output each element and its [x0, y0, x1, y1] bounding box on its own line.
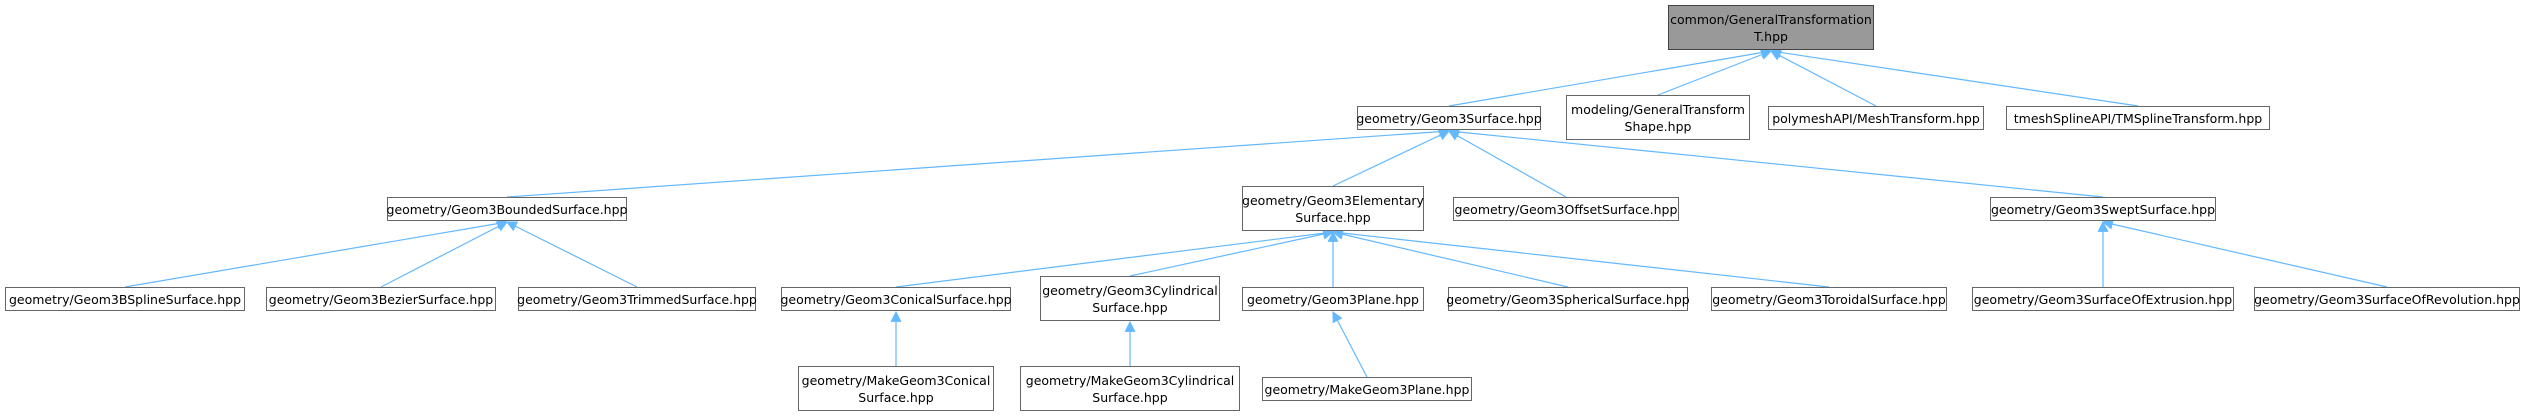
node-geom3-swept-surface[interactable]: geometry/Geom3SweptSurface.hpp [1990, 197, 2216, 221]
edge-meshtransform-to-root [1770, 50, 1877, 107]
node-label-line: Surface.hpp [1092, 299, 1168, 315]
node-geom3-surface-of-revolution[interactable]: geometry/Geom3SurfaceOfRevolution.hpp [2254, 287, 2520, 311]
node-geom3-bounded-surface[interactable]: geometry/Geom3BoundedSurface.hpp [387, 197, 627, 221]
edge-offset-to-geom3surface [1448, 130, 1567, 198]
node-modeling-general-transform-shape[interactable]: modeling/GeneralTransform Shape.hpp [1566, 95, 1750, 140]
node-geom3-surface-of-extrusion[interactable]: geometry/Geom3SurfaceOfExtrusion.hpp [1972, 287, 2234, 311]
node-label-line: geometry/Geom3Plane.hpp [1247, 291, 1419, 307]
node-label-line: tmeshSplineAPI/TMSplineTransform.hpp [2013, 110, 2263, 126]
node-label-line: geometry/Geom3SweptSurface.hpp [1991, 201, 2216, 217]
node-make-geom3-plane[interactable]: geometry/MakeGeom3Plane.hpp [1262, 377, 1472, 401]
edge-tmspline-to-root [1769, 47, 2139, 107]
edge-conical-to-elementary [895, 227, 1335, 288]
edge-modeling_gts-to-root [1657, 49, 1773, 96]
node-label-line: geometry/Geom3ToroidalSurface.hpp [1712, 291, 1946, 307]
node-label-line: geometry/Geom3SurfaceOfRevolution.hpp [2254, 291, 2520, 307]
node-label-line: geometry/Geom3BezierSurface.hpp [268, 291, 494, 307]
node-geom3-trimmed-surface[interactable]: geometry/Geom3TrimmedSurface.hpp [517, 287, 757, 311]
node-make-geom3-conical-surface[interactable]: geometry/MakeGeom3Conical Surface.hpp [798, 366, 994, 411]
node-label-line: geometry/Geom3TrimmedSurface.hpp [517, 291, 757, 307]
node-geom3-spherical-surface[interactable]: geometry/Geom3SphericalSurface.hpp [1446, 287, 1690, 311]
node-label-line: geometry/Geom3BSplineSurface.hpp [8, 291, 242, 307]
node-geom3-toroidal-surface[interactable]: geometry/Geom3ToroidalSurface.hpp [1711, 287, 1947, 311]
edge-elementary-to-geom3surface [1332, 130, 1450, 187]
node-geom3-elementary-surface[interactable]: geometry/Geom3Elementary Surface.hpp [1242, 186, 1424, 231]
node-label-line: Shape.hpp [1624, 118, 1692, 134]
edge-revolution-to-swept [2101, 218, 2388, 288]
node-geom3-bezier-surface[interactable]: geometry/Geom3BezierSurface.hpp [266, 287, 496, 311]
node-tm-spline-transform[interactable]: tmeshSplineAPI/TMSplineTransform.hpp [2006, 106, 2270, 130]
edge-swept-to-geom3surface [1447, 126, 2104, 198]
node-label-line: T.hpp [1754, 28, 1788, 44]
node-geom3-plane[interactable]: geometry/Geom3Plane.hpp [1242, 287, 1424, 311]
node-label-line: modeling/GeneralTransform [1571, 101, 1745, 117]
edge-toroidal-to-elementary [1331, 227, 1830, 288]
node-label-line: Surface.hpp [1092, 389, 1168, 405]
node-label-line: common/GeneralTransformation [1670, 11, 1872, 27]
edge-bounded-to-geom3surface [506, 126, 1451, 198]
node-make-geom3-cylindrical-surface[interactable]: geometry/MakeGeom3Cylindrical Surface.hp… [1020, 366, 1240, 411]
node-label-line: geometry/Geom3Elementary [1242, 192, 1424, 208]
node-label-line: Surface.hpp [858, 389, 934, 405]
node-label-line: geometry/Geom3Cylindrical [1042, 282, 1218, 298]
edge-bezier-to-bounded [380, 221, 508, 288]
node-label-line: geometry/Geom3Surface.hpp [1356, 110, 1542, 126]
node-geom3-offset-surface[interactable]: geometry/Geom3OffsetSurface.hpp [1453, 197, 1679, 221]
edge-cylindrical-to-elementary [1129, 228, 1335, 277]
node-geom3-bspline-surface[interactable]: geometry/Geom3BSplineSurface.hpp [5, 287, 245, 311]
node-geom3-cylindrical-surface[interactable]: geometry/Geom3Cylindrical Surface.hpp [1040, 276, 1220, 321]
node-label-line: geometry/MakeGeom3Cylindrical [1025, 372, 1235, 388]
node-geom3-surface[interactable]: geometry/Geom3Surface.hpp [1356, 106, 1542, 130]
node-label-line: geometry/Geom3ConicalSurface.hpp [780, 291, 1012, 307]
edge-geom3surface-to-root [1448, 47, 1773, 107]
edge-make_plane-to-plane [1332, 311, 1368, 378]
edge-trimmed-to-bounded [506, 221, 638, 288]
node-mesh-transform[interactable]: polymeshAPI/MeshTransform.hpp [1768, 106, 1984, 130]
node-label-line: geometry/Geom3BoundedSurface.hpp [386, 201, 628, 217]
edge-bspline-to-bounded [124, 218, 509, 288]
node-label-line: geometry/Geom3SurfaceOfExtrusion.hpp [1973, 291, 2233, 307]
node-label-line: Surface.hpp [1295, 209, 1371, 225]
edge-spherical-to-elementary [1331, 228, 1569, 288]
node-label-line: geometry/MakeGeom3Plane.hpp [1264, 381, 1470, 397]
node-label-line: polymeshAPI/MeshTransform.hpp [1772, 110, 1980, 126]
node-label-line: geometry/Geom3OffsetSurface.hpp [1454, 201, 1678, 217]
node-general-transformation-root: common/GeneralTransformation T.hpp [1668, 5, 1874, 50]
node-geom3-conical-surface[interactable]: geometry/Geom3ConicalSurface.hpp [780, 287, 1012, 311]
node-label-line: geometry/MakeGeom3Conical [801, 372, 991, 388]
node-label-line: geometry/Geom3SphericalSurface.hpp [1446, 291, 1690, 307]
